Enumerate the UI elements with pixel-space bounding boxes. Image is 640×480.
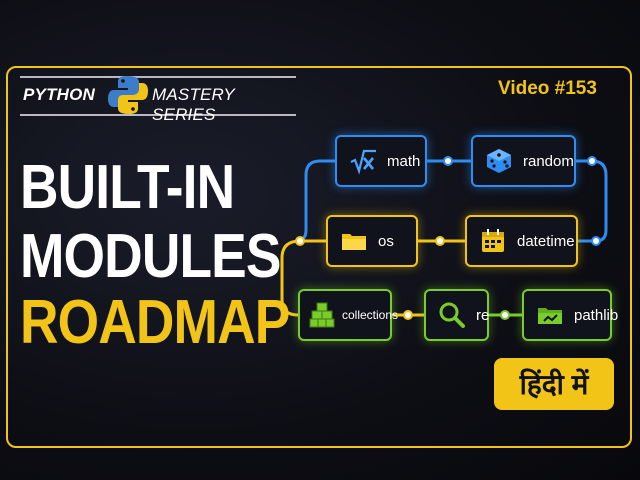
node-random: random — [471, 135, 576, 187]
python-logo-icon — [108, 76, 148, 114]
node-os: os — [326, 215, 418, 267]
title-line-1: BUILT-IN — [20, 153, 235, 222]
node-label: random — [523, 152, 574, 170]
magnifier-icon — [439, 302, 465, 328]
node-label: collections — [342, 308, 399, 322]
title-line-3: ROADMAP — [20, 288, 290, 357]
node-label: datetime — [517, 232, 575, 250]
cubes-icon — [309, 302, 335, 328]
series-banner: PYTHON MASTERY SERIES — [20, 76, 296, 124]
video-number: Video #153 — [498, 78, 597, 99]
language-badge: हिंदी में — [494, 358, 614, 410]
node-label: math — [387, 152, 421, 170]
node-re: re — [424, 289, 489, 341]
series-label-python: PYTHON — [23, 85, 96, 104]
sqrt-x-icon — [350, 149, 376, 175]
series-label-mastery: MASTERY SERIES — [152, 85, 235, 124]
node-label: pathlib — [574, 306, 619, 324]
folder-path-icon — [538, 308, 562, 324]
node-math: math — [335, 135, 427, 187]
divider — [20, 76, 296, 78]
calendar-icon — [482, 229, 504, 252]
node-label: os — [378, 232, 394, 250]
node-collections: collections — [298, 289, 398, 341]
title-line-2: MODULES — [20, 222, 281, 291]
node-pathlib: pathlib — [522, 289, 618, 341]
dice-icon — [487, 149, 511, 173]
node-datetime: datetime — [465, 215, 578, 267]
node-label: re — [476, 306, 490, 324]
folder-icon — [342, 234, 366, 250]
frame-border — [6, 66, 632, 448]
divider — [20, 114, 296, 116]
